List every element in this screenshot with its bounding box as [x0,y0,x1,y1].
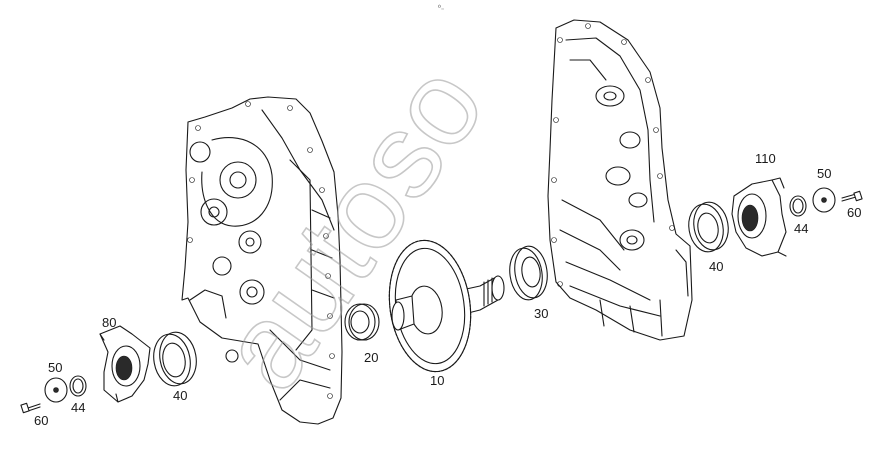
seal-40-left-part [153,331,197,387]
callout-44-right: 44 [794,221,808,236]
bolt-60-left-part [20,402,41,414]
bolt-60-right-part [841,190,863,202]
callout-60-left: 60 [34,413,48,428]
seal-40-right-part [688,201,729,253]
callout-50-right: 50 [817,166,831,181]
ring-44-left-part [69,375,87,397]
bearing-30-part [509,245,548,301]
callout-10: 10 [430,373,444,388]
callout-110: 110 [755,151,776,166]
callout-60-right: 60 [847,205,861,220]
left-housing-part [181,96,343,425]
right-housing-part [547,19,693,341]
callout-20: 20 [364,350,378,365]
flange-110-part [731,177,787,257]
top-mark: ⁰₋ [438,4,445,12]
gear-shaft-part [388,239,505,373]
flange-80-part [99,325,151,403]
bearing-20-part [344,303,380,341]
callout-40-right: 40 [709,259,723,274]
washer-50-right-part [812,187,836,213]
washer-50-left-part [44,377,68,403]
ring-44-right-part [789,195,807,217]
callout-44-left: 44 [71,400,85,415]
callout-80: 80 [102,315,116,330]
callout-50-left: 50 [48,360,62,375]
callout-30: 30 [534,306,548,321]
callout-40-left: 40 [173,388,187,403]
